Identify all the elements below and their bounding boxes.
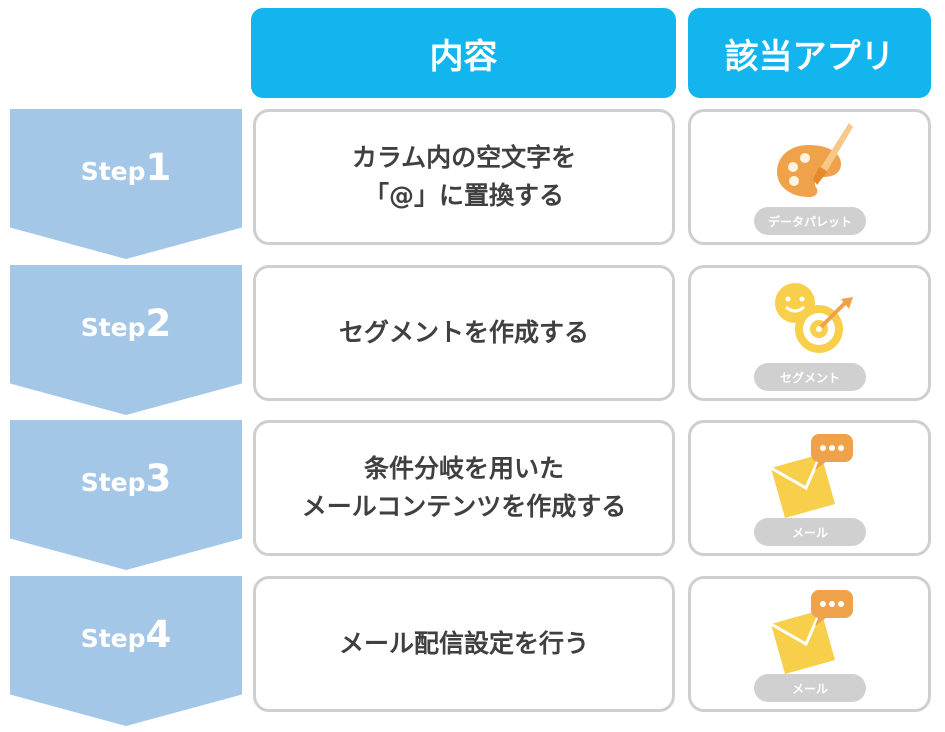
step-2-content-text: セグメントを作成する bbox=[338, 318, 589, 347]
step-word: Step bbox=[80, 313, 146, 342]
step-3-content-box: 条件分岐を用いた メールコンテンツを作成する bbox=[253, 420, 675, 556]
step-4-app-box: メール bbox=[688, 576, 931, 712]
step-3-arrow: Step3 bbox=[10, 420, 242, 570]
step-number: 2 bbox=[145, 302, 172, 345]
step-3-content-text: 条件分岐を用いた メールコンテンツを作成する bbox=[301, 454, 627, 521]
palette-icon bbox=[777, 123, 853, 197]
content-column-header: 内容 bbox=[251, 8, 676, 98]
step-4-label: Step4 bbox=[10, 613, 242, 656]
step-number: 1 bbox=[145, 146, 172, 189]
step-2-arrow: Step2 bbox=[10, 265, 242, 415]
step-2-label: Step2 bbox=[10, 302, 242, 345]
step-number: 3 bbox=[145, 457, 172, 500]
step-1-content-box: カラム内の空文字を 「@」に置換する bbox=[253, 109, 675, 245]
app-badge: データパレット bbox=[754, 207, 866, 235]
step-4-arrow: Step4 bbox=[10, 576, 242, 726]
target-smiley-icon bbox=[775, 283, 853, 353]
mail-chat-icon bbox=[770, 590, 853, 674]
step-4-content-text: メール配信設定を行う bbox=[338, 629, 589, 658]
step-number: 4 bbox=[145, 613, 172, 656]
app-badge: メール bbox=[754, 674, 866, 702]
step-3-label: Step3 bbox=[10, 457, 242, 500]
step-word: Step bbox=[80, 624, 146, 653]
step-1-label: Step1 bbox=[10, 146, 242, 189]
step-2-content-box: セグメントを作成する bbox=[253, 265, 675, 401]
app-column-header: 該当アプリ bbox=[688, 8, 931, 98]
app-badge: メール bbox=[754, 518, 866, 546]
step-1-app-box: データパレット bbox=[688, 109, 931, 245]
mail-chat-icon bbox=[770, 434, 853, 518]
step-1-arrow: Step1 bbox=[10, 109, 242, 259]
step-3-app-box: メール bbox=[688, 420, 931, 556]
step-word: Step bbox=[80, 157, 146, 186]
app-badge: セグメント bbox=[754, 363, 866, 391]
step-2-app-box: セグメント bbox=[688, 265, 931, 401]
step-1-content-text: カラム内の空文字を 「@」に置換する bbox=[351, 143, 577, 210]
step-word: Step bbox=[80, 468, 146, 497]
step-4-content-box: メール配信設定を行う bbox=[253, 576, 675, 712]
